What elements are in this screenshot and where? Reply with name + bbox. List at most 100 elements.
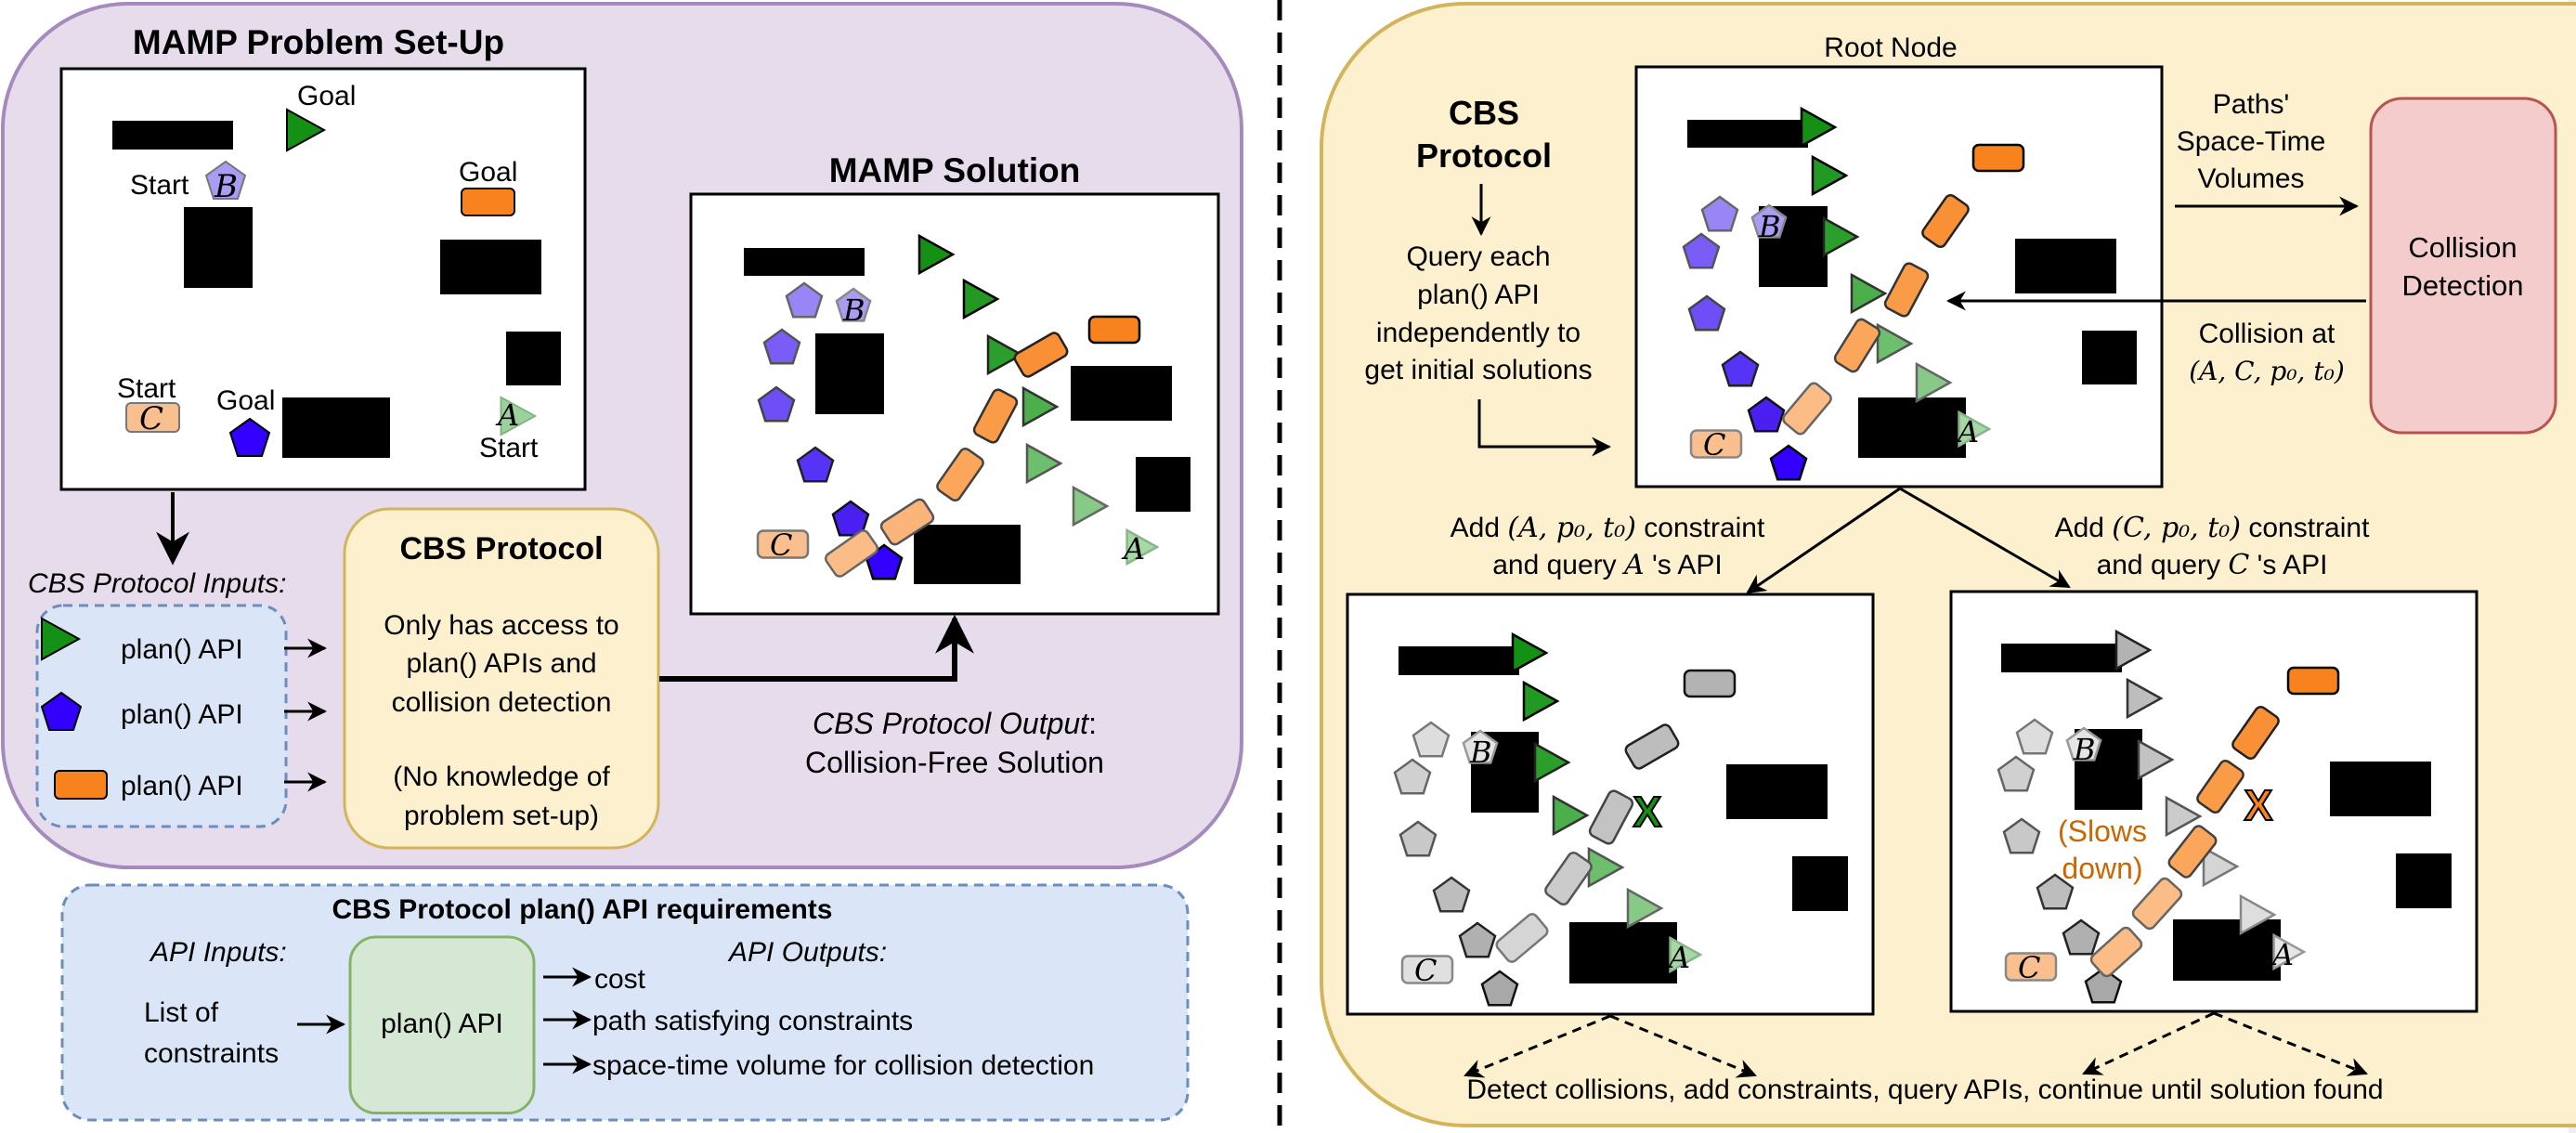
obstacle	[440, 240, 541, 294]
orange-rectangle-trail-icon	[879, 498, 935, 546]
collision-detection-box	[2369, 97, 2557, 435]
api-output-cost: cost	[594, 964, 646, 995]
orange-rectangle-trail-icon	[1833, 318, 1881, 373]
branch-right-line1: Add (C, p₀, t₀) constraint	[2055, 512, 2371, 544]
cbs-box-line: problem set-up)	[404, 801, 599, 831]
green-triangle-trail-icon	[1811, 154, 1849, 197]
orange-rectangle-icon	[54, 770, 108, 800]
green-triangle-trail-icon	[2202, 845, 2240, 888]
orange-rectangle-trail-icon	[824, 529, 879, 578]
branch-left-post2: 's API	[1645, 550, 1723, 580]
agent-b-letter: B	[1469, 735, 1492, 770]
blue-pentagon-trail-icon	[1700, 195, 1739, 232]
output-label: CBS Protocol Output:	[813, 707, 1097, 740]
problem-map: Goal Start B Goal Start C Goal A Start	[59, 67, 587, 491]
green-triangle-trail-icon	[1915, 361, 1953, 404]
agent-c-start-rect-icon	[1400, 955, 1454, 984]
problem-title: MAMP Problem Set-Up	[133, 23, 504, 61]
branch-right-post: constraint	[2241, 513, 2370, 543]
blue-pentagon-icon	[2084, 967, 2123, 1004]
goal-b-label: Goal	[216, 385, 275, 416]
child-node-right-map	[1949, 590, 2478, 1013]
branch-right-pre: Add	[2055, 513, 2113, 543]
start-b-label: Start	[130, 170, 189, 201]
green-triangle-trail-icon	[1025, 442, 1063, 485]
orange-rectangle-trail-icon	[1921, 193, 1970, 249]
obstacle	[914, 525, 1021, 584]
obstacle	[2173, 919, 2281, 981]
orange-rectangle-trail-icon	[2167, 825, 2218, 879]
goal-a-label: Goal	[297, 81, 356, 111]
input-label-b: plan() API	[121, 699, 243, 730]
root-node-label: Root Node	[1824, 33, 1957, 63]
input-label-a: plan() API	[121, 634, 243, 665]
blue-pentagon-trail-icon	[2002, 817, 2041, 854]
collision-x-mark-icon: X	[1633, 788, 1662, 836]
arrow-cbs-to-solution	[659, 614, 974, 682]
cbs-box-line: plan() APIs and	[406, 648, 596, 679]
blue-pentagon-trail-icon	[1458, 921, 1497, 958]
agent-b-start-pentagon-icon	[2065, 726, 2102, 762]
orange-rectangle-trail-icon	[1013, 332, 1069, 378]
obstacle	[2001, 644, 2122, 672]
collision-x-mark-icon: X	[2244, 781, 2273, 829]
blue-pentagon-trail-icon	[785, 281, 824, 319]
green-triangle-icon	[1511, 632, 1549, 674]
volumes-label: Paths'	[2213, 89, 2289, 120]
green-triangle-trail-icon	[2126, 677, 2164, 720]
agent-c-start-rect-icon	[2004, 952, 2058, 982]
obstacle	[2330, 762, 2431, 816]
branch-left-pre2: and query	[1492, 550, 1624, 580]
blue-pentagon-trail-icon	[2015, 718, 2054, 755]
continue-arrow	[1609, 1014, 1757, 1078]
orange-rectangle-trail-icon	[1883, 262, 1930, 318]
obstacle	[744, 248, 865, 276]
orange-rectangle-icon	[1683, 669, 1737, 698]
obstacle	[282, 397, 390, 458]
branch-right-math2: C	[2228, 549, 2249, 581]
start-a-label: Start	[479, 433, 539, 463]
agent-b-start-pentagon-icon	[1750, 203, 1788, 239]
cbs-box-title: CBS Protocol	[399, 531, 603, 566]
agent-c-start-rect-icon	[1689, 429, 1743, 459]
branch-right-post2: 's API	[2249, 550, 2327, 580]
green-triangle-trail-icon	[1021, 385, 1060, 428]
orange-rectangle-trail-icon	[936, 447, 984, 502]
goal-c-label: Goal	[459, 157, 517, 188]
branch-right-math: (C, p₀, t₀)	[2112, 512, 2241, 544]
green-triangle-trail-icon	[1533, 741, 1571, 784]
start-c-label: Start	[117, 373, 176, 404]
agent-a-start-triangle-icon	[1125, 527, 1160, 566]
branch-right-line2: and query C 's API	[2097, 549, 2328, 581]
obstacle	[1687, 120, 1808, 148]
inputs-title: CBS Protocol Inputs:	[28, 568, 286, 599]
green-triangle-trail-icon	[1522, 680, 1560, 723]
branch-left-line2: and query A 's API	[1492, 549, 1723, 581]
agent-b-start-pentagon-icon	[1462, 729, 1499, 764]
blue-pentagon-trail-icon	[2036, 873, 2075, 910]
cbs-box-line: (No knowledge of	[393, 762, 610, 792]
cbs-title: CBS	[1449, 94, 1519, 132]
branch-right-pre2: and query	[2097, 550, 2229, 580]
continue-arrow	[2213, 1011, 2368, 1076]
blue-pentagon-trail-icon	[1412, 721, 1451, 758]
branch-left-post: constraint	[1636, 513, 1765, 543]
blue-pentagon-trail-icon	[1432, 876, 1471, 913]
agent-a-letter: A	[1666, 940, 1690, 975]
agent-c-letter: C	[139, 400, 163, 437]
query-line: plan() API	[1417, 280, 1540, 310]
cbs-box-line: Only has access to	[384, 610, 618, 641]
blue-pentagon-trail-icon	[1747, 396, 1786, 433]
green-triangle-icon	[917, 233, 956, 276]
agent-a-start-triangle-icon	[1669, 935, 1703, 974]
query-line: independently to	[1376, 318, 1581, 348]
agent-b-start-pentagon-icon	[835, 287, 872, 322]
collision-at-math: (A, C, p₀, t₀)	[2189, 356, 2345, 386]
agent-a-start-triangle-icon	[2272, 932, 2307, 971]
agent-b-letter: B	[1758, 209, 1781, 244]
collision-at-label: Collision at	[2199, 319, 2335, 349]
footer-text: Detect collisions, add constraints, quer…	[1466, 1074, 2383, 1105]
continue-arrow	[2082, 1011, 2215, 1075]
orange-rectangle-icon	[1087, 315, 1141, 345]
